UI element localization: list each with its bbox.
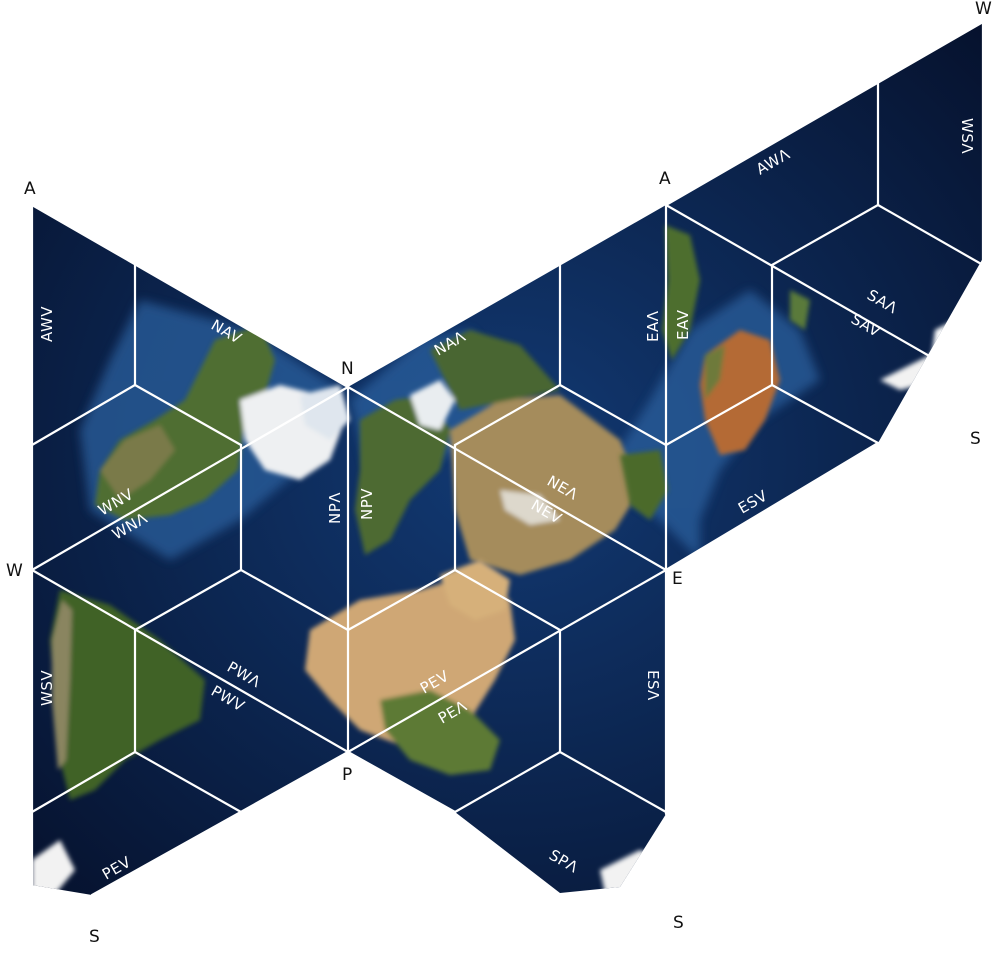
edge-17 (453, 568, 562, 632)
edge-14 (346, 568, 457, 632)
edge-35 (664, 20, 985, 207)
edge-29 (770, 383, 880, 445)
face-label-ea-lambda: EAΛ (644, 310, 662, 342)
cutout-top-right (940, 258, 1000, 390)
edge-6 (239, 568, 350, 632)
edge-13 (346, 385, 668, 572)
face-label-npv: NPV (358, 488, 376, 520)
edge-7 (133, 568, 243, 632)
vertex-label-w-top: W (975, 0, 992, 19)
vertex-label-n: N (341, 359, 354, 379)
ice-arctic-islands (300, 385, 350, 440)
edge-21 (558, 750, 668, 814)
face-label-np-lambda: NPΛ (326, 492, 344, 524)
land-new-zealand (790, 290, 810, 330)
land-europe (355, 395, 450, 555)
vertex-labels: A N W P E S S A W S (6, 0, 992, 947)
edge-18 (346, 568, 668, 754)
edge-5 (30, 568, 350, 754)
outer-cutouts (940, 258, 1000, 390)
edge-25 (558, 383, 668, 447)
edge-27 (664, 203, 947, 367)
vertex-label-a-right: A (659, 169, 671, 189)
land-asia (450, 395, 640, 575)
vertex-label-s-right: S (970, 429, 981, 449)
land-andes (52, 600, 72, 770)
face-grid (30, 20, 985, 897)
edge-11 (90, 750, 350, 897)
edge-3 (30, 385, 350, 572)
face-label-awv: AWV (38, 306, 56, 342)
vertex-label-a-left: A (24, 179, 36, 199)
edge-31 (770, 203, 880, 267)
face-label-eav: EAV (674, 309, 692, 340)
land-arabia (440, 560, 510, 620)
edge-a-to-n (30, 203, 350, 389)
edge-28 (664, 383, 774, 447)
face-label-es-lambda: ESΛ (644, 670, 662, 701)
vertex-label-p: P (342, 765, 352, 785)
land-scandinavia (410, 380, 455, 430)
vertex-label-s-mid: S (673, 913, 684, 933)
edge-34 (664, 441, 880, 572)
face-label-ws-lambda: WSΛ (958, 118, 976, 154)
edge-23 (346, 750, 457, 814)
land-north-america-west (100, 425, 175, 500)
vertex-label-w-left: W (6, 561, 23, 581)
edge-16 (453, 383, 562, 447)
edge-2 (133, 383, 243, 447)
land-africa-central (380, 690, 500, 775)
land-himalaya (500, 490, 560, 525)
vertex-label-e: E (672, 569, 683, 589)
edge-9 (30, 750, 137, 814)
edge-20 (453, 750, 562, 814)
land-australia-coast (705, 345, 725, 400)
edge-32 (876, 203, 985, 267)
land-siberia (430, 330, 560, 410)
land-indochina (620, 450, 668, 520)
face-label-wsv: WSV (38, 670, 56, 706)
land-africa (305, 575, 515, 745)
vertex-label-s-left: S (89, 927, 100, 947)
land-south-america (50, 590, 205, 800)
edge-1 (30, 383, 137, 447)
edge-10 (133, 750, 243, 814)
land-se-asia (662, 225, 700, 360)
